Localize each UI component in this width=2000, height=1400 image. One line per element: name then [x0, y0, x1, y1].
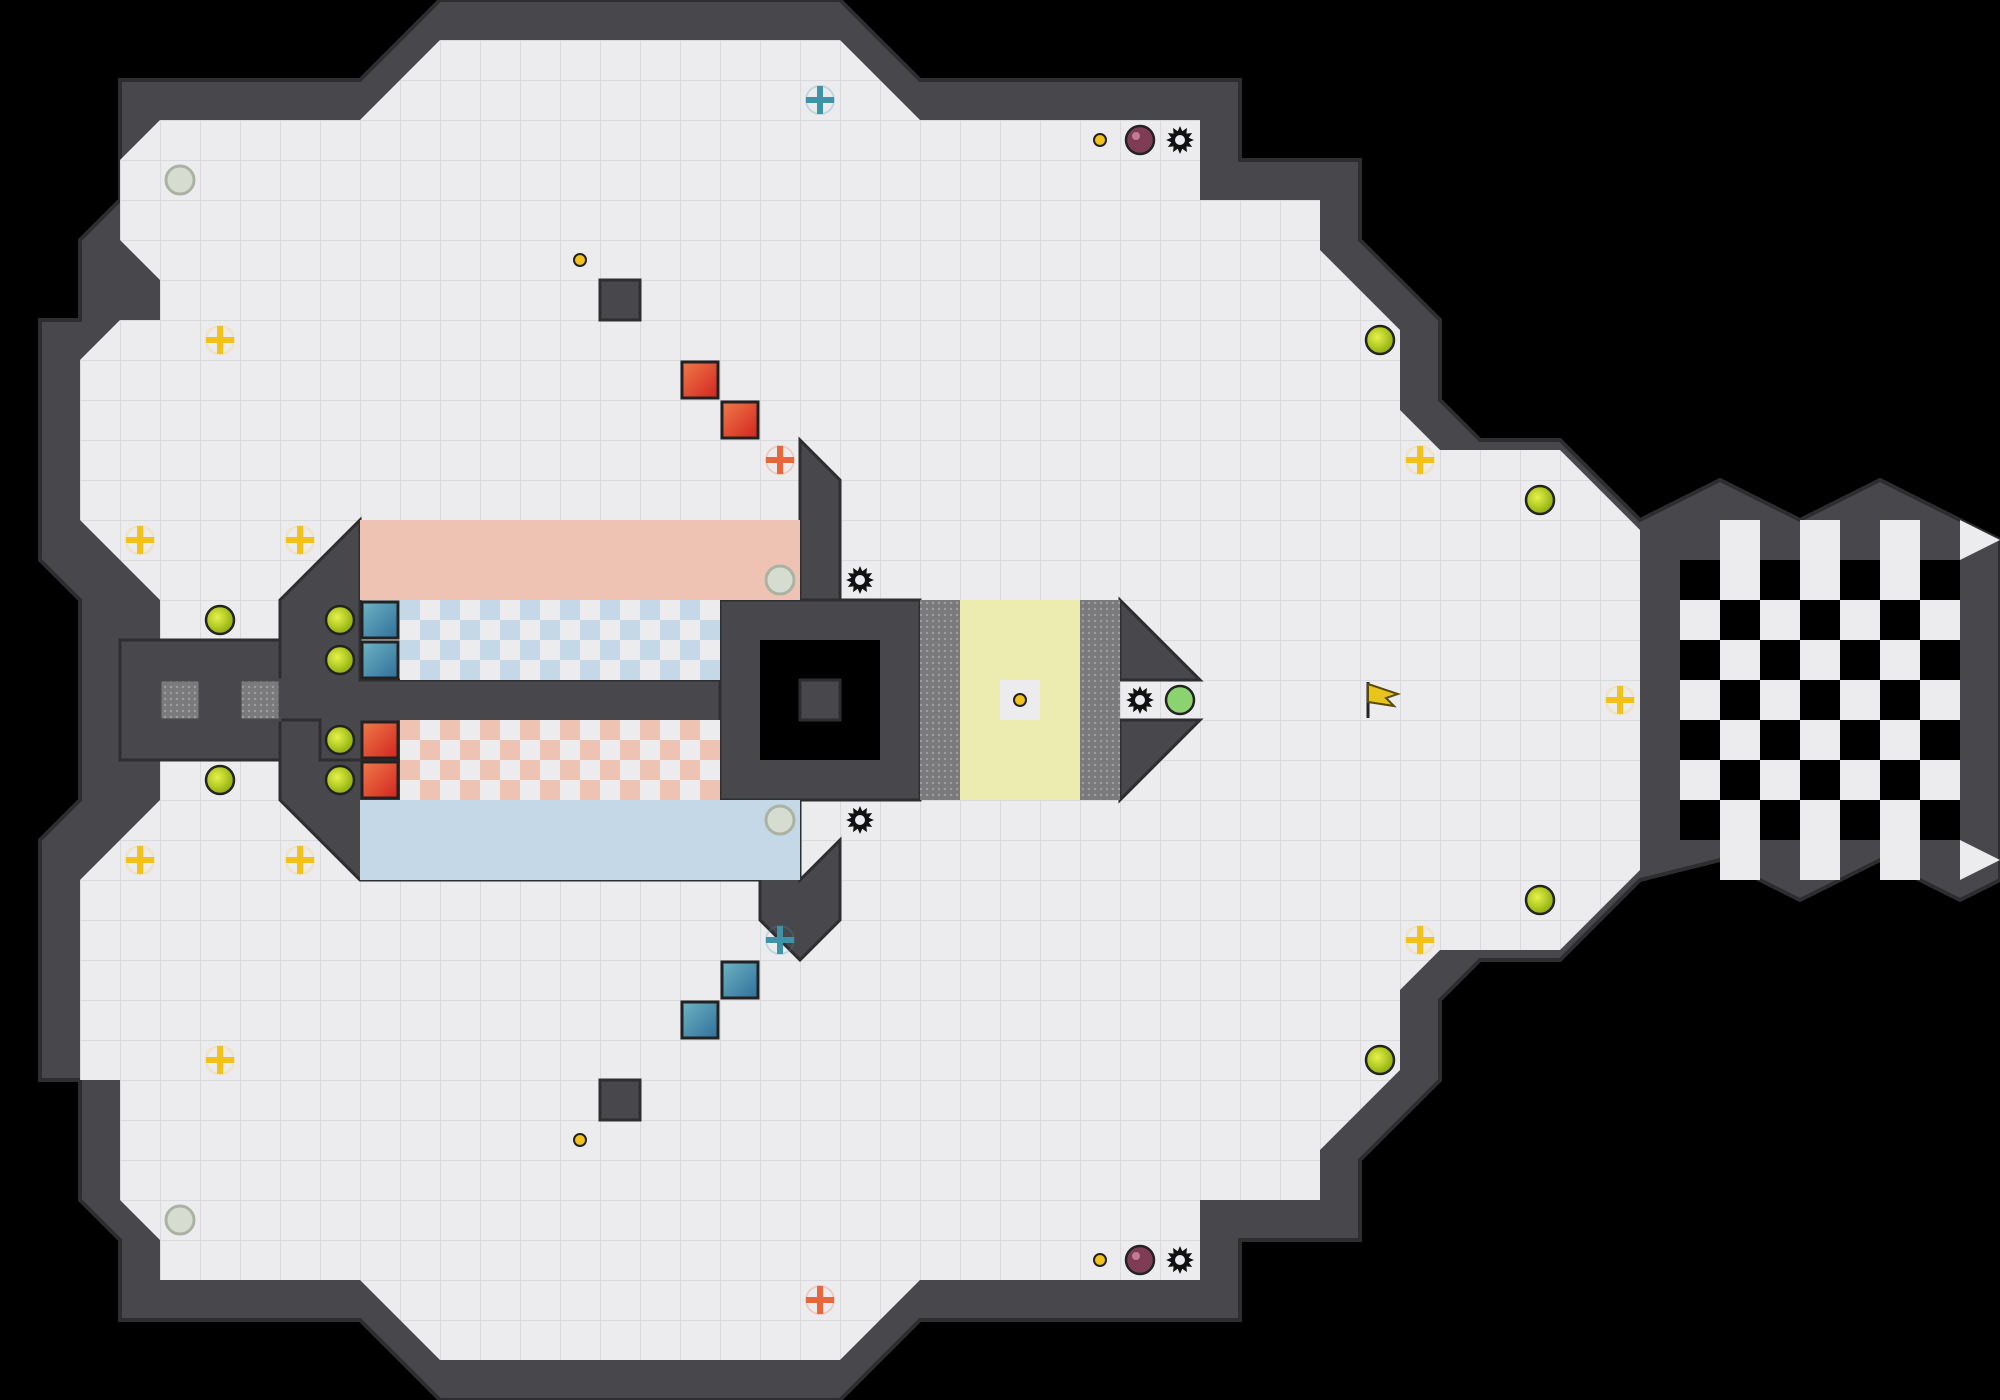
center-box-block — [798, 678, 842, 722]
end-zone — [1680, 560, 1960, 840]
boost-icon — [1364, 1044, 1396, 1076]
flag-icon — [1366, 682, 1402, 718]
bomb-shine — [1132, 1252, 1140, 1260]
powerup-plus-icon — [765, 925, 795, 955]
powerup-dot-icon — [573, 1133, 587, 1147]
powerup-plus-icon — [285, 525, 315, 555]
bomb-shine — [1132, 132, 1140, 140]
spike-icon — [846, 806, 874, 834]
gate-right — [1080, 600, 1120, 800]
team-zones — [158, 520, 1120, 880]
boost-icon — [324, 764, 356, 796]
boost-icon — [324, 604, 356, 636]
spike-icon — [846, 566, 874, 594]
boost-icon — [324, 724, 356, 756]
boost-icon — [204, 764, 236, 796]
team-tiles — [360, 360, 760, 1040]
spike-icon — [1126, 686, 1154, 714]
red-tile — [720, 400, 760, 440]
bomb-icon — [1124, 124, 1156, 156]
powerup-dot-icon — [1093, 133, 1107, 147]
powerup-plus-icon — [205, 325, 235, 355]
gate-pad-right — [238, 678, 282, 722]
red-tile — [680, 360, 720, 400]
inactive-portal-icon — [164, 1204, 196, 1236]
powerup-plus-icon — [1605, 685, 1635, 715]
boost-icon — [324, 644, 356, 676]
powerup-plus-icon — [1405, 445, 1435, 475]
powerup-plus-icon — [765, 445, 795, 475]
floating-block-bottom — [598, 1078, 642, 1122]
boost-icon — [1364, 324, 1396, 356]
spike-icon — [1166, 126, 1194, 154]
floating-block-top — [598, 278, 642, 322]
powerup-dot-icon — [1093, 1253, 1107, 1267]
end-zone-teeth-top — [1720, 520, 2000, 560]
powerup-dot-icon — [573, 253, 587, 267]
red-tile — [360, 760, 400, 800]
powerup-plus-icon — [125, 845, 155, 875]
powerup-plus-icon — [205, 1045, 235, 1075]
powerup-dot-icon — [1013, 693, 1027, 707]
end-zone-teeth-bottom — [1720, 840, 2000, 880]
red-zone-checker — [400, 720, 720, 800]
blue-tile — [680, 1000, 720, 1040]
powerup-plus-icon — [805, 85, 835, 115]
inactive-portal-icon — [764, 564, 796, 596]
blue-tile — [720, 960, 760, 1000]
inactive-portal-icon — [164, 164, 196, 196]
powerup-plus-icon — [125, 525, 155, 555]
boost-icon — [1524, 484, 1556, 516]
powerup-plus-icon — [805, 1285, 835, 1315]
gate-left — [920, 600, 960, 800]
boost-icon — [1524, 884, 1556, 916]
bomb-icon — [1124, 1244, 1156, 1276]
blue-tile — [360, 600, 400, 640]
boost-icon — [204, 604, 236, 636]
blue-zone-checker — [400, 600, 720, 680]
green-boost-icon — [1164, 684, 1196, 716]
red-tile — [360, 720, 400, 760]
powerup-plus-icon — [285, 845, 315, 875]
inactive-portal-icon — [764, 804, 796, 836]
blue-zone-solid — [360, 800, 800, 880]
gate-pad-left — [158, 678, 202, 722]
blue-tile — [360, 640, 400, 680]
spike-icon — [1166, 1246, 1194, 1274]
powerup-plus-icon — [1405, 925, 1435, 955]
red-zone-solid — [360, 520, 800, 600]
entity-layer — [125, 85, 1635, 1315]
